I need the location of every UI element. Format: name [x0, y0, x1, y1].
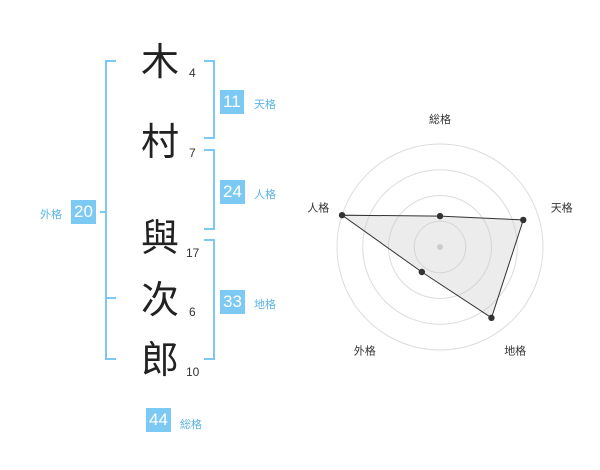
- gaikaku-label: 外格: [40, 208, 62, 221]
- stroke-count-2: 7: [189, 146, 196, 160]
- soukaku-label: 総格: [180, 418, 202, 431]
- radar-point-1: [436, 212, 444, 220]
- chikaku-bracket: [204, 239, 215, 360]
- name-char-2: 村: [141, 120, 180, 164]
- radar-point-4: [418, 268, 426, 276]
- name-char-4: 次: [141, 278, 180, 322]
- tenkaku-value: 11: [220, 90, 244, 114]
- soukaku-value: 44: [146, 408, 171, 432]
- radar-grid-ring: [336, 143, 544, 351]
- radar-series-polygon: [340, 214, 524, 319]
- name-char-5: 郎: [141, 338, 180, 382]
- chikaku-label: 地格: [254, 298, 276, 311]
- radar-axis-label-3: 地格: [504, 344, 526, 358]
- radar-axis-label-5: 人格: [307, 200, 329, 214]
- gaikaku-value: 20: [71, 200, 96, 224]
- radar-axis-label-4: 外格: [354, 344, 376, 358]
- radar-axis-label-1: 総格: [429, 112, 451, 126]
- name-char-3: 與: [141, 216, 180, 260]
- name-char-1: 木: [141, 40, 180, 84]
- radar-axis-label-2: 天格: [551, 200, 573, 214]
- tenkaku-label: 天格: [254, 98, 276, 111]
- radar-center-dot: [437, 244, 443, 250]
- radar-grid-ring: [413, 220, 467, 274]
- radar-grid-ring: [388, 195, 492, 299]
- jinkaku-value: 24: [220, 180, 245, 204]
- radar-point-3: [488, 314, 495, 322]
- chikaku-value: 33: [220, 290, 245, 314]
- tenkaku-bracket: [204, 60, 215, 139]
- jinkaku-label: 人格: [254, 188, 276, 201]
- jinkaku-bracket: [204, 149, 215, 230]
- stroke-count-4: 6: [189, 305, 196, 319]
- stroke-count-1: 4: [189, 66, 196, 80]
- stroke-count-5: 10: [186, 365, 200, 379]
- gaikaku-bracket: [105, 60, 116, 360]
- stroke-count-3: 17: [186, 246, 200, 260]
- radar-point-2: [520, 216, 527, 224]
- radar-point-5: [338, 211, 346, 219]
- radar-grid-ring: [362, 169, 518, 325]
